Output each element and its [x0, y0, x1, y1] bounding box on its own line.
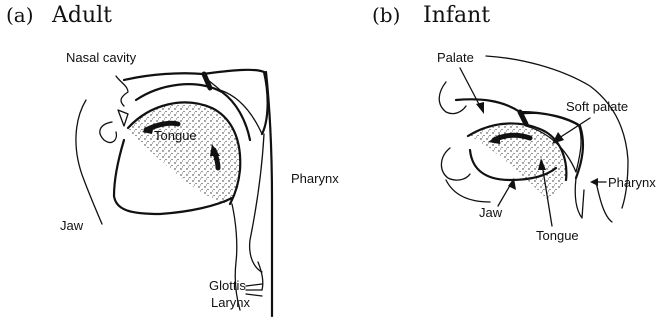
- infant-nose: [439, 82, 466, 114]
- infant-tongue-label: Tongue: [536, 228, 579, 243]
- infant-lower-lip: [441, 148, 470, 180]
- infant-chin-outline: [446, 180, 490, 202]
- pharynx-label: Pharynx: [291, 171, 339, 186]
- infant-jaw-label: Jaw: [479, 205, 503, 220]
- panel-a-letter: (a): [6, 3, 34, 27]
- palate-arrowhead: [476, 102, 484, 114]
- chin-outline: [76, 100, 102, 224]
- infant-pharynx-label: Pharynx: [608, 175, 656, 190]
- lower-lip: [100, 122, 117, 142]
- larynx-label: Larynx: [211, 295, 251, 310]
- pharynx-front-wall: [250, 134, 264, 272]
- palate-label: Palate: [437, 50, 474, 65]
- tongue-stipple: [128, 103, 240, 204]
- infant-larynx: [575, 178, 584, 218]
- panel-b-letter: (b): [372, 3, 400, 27]
- tongue-label: Tongue: [154, 128, 197, 143]
- panel-infant: (b) Infant Palate Soft palate Jaw Pha: [372, 3, 656, 243]
- larynx-outline: [258, 262, 263, 290]
- nasal-cavity-label: Nasal cavity: [66, 50, 137, 65]
- jaw-label: Jaw: [60, 218, 84, 233]
- panel-a-title: Adult: [51, 3, 112, 28]
- glottis-label: Glottis: [209, 278, 246, 293]
- upper-tooth: [118, 110, 128, 126]
- nasal-floor: [124, 70, 264, 80]
- panel-adult: (a) Adult Nasal cavity Tongue Jaw Pharyn…: [6, 3, 339, 316]
- soft-palate-label: Soft palate: [566, 99, 628, 114]
- infant-pharynx-arrowhead: [590, 178, 598, 186]
- panel-b-title: Infant: [423, 3, 490, 28]
